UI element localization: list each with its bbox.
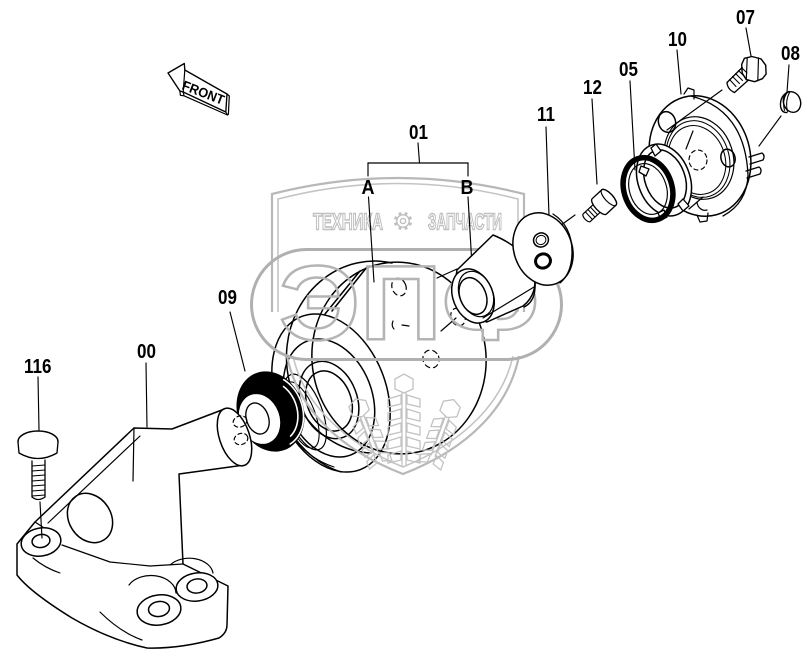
svg-text:12: 12 — [583, 76, 602, 99]
svg-text:09: 09 — [218, 286, 237, 309]
svg-text:00: 00 — [137, 340, 156, 363]
svg-text:ТЕХНИКА: ТЕХНИКА — [313, 209, 383, 235]
svg-text:07: 07 — [736, 6, 755, 29]
svg-text:10: 10 — [668, 28, 687, 51]
svg-text:ЗАПЧАСТИ: ЗАПЧАСТИ — [428, 209, 502, 235]
svg-text:01: 01 — [409, 121, 428, 144]
svg-text:A: A — [362, 177, 375, 199]
svg-text:B: B — [461, 177, 474, 199]
svg-text:116: 116 — [24, 355, 51, 378]
svg-text:05: 05 — [619, 58, 638, 81]
svg-text:11: 11 — [537, 103, 555, 126]
svg-text:08: 08 — [781, 42, 800, 65]
